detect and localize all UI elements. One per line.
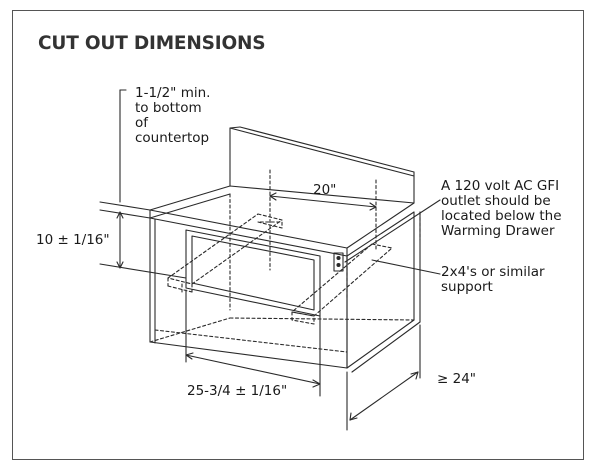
backsplash xyxy=(229,126,415,204)
outlet-label-line1: A 120 volt AC GFI xyxy=(441,178,560,194)
height-dimension xyxy=(116,211,124,269)
clearance-label-line2: to bottom xyxy=(135,100,202,116)
cutout-width-dimension xyxy=(185,289,321,397)
page-title: CUT OUT DIMENSIONS xyxy=(38,33,266,54)
clearance-dimension xyxy=(99,89,187,279)
inner-width-dimension xyxy=(269,192,377,211)
countertop xyxy=(149,185,415,257)
support-label-line2: support xyxy=(441,279,493,295)
depth-dimension xyxy=(346,324,421,431)
depth-label: ≥ 24" xyxy=(437,371,476,387)
cabinet-side-panel xyxy=(346,211,421,373)
electrical-outlet xyxy=(333,252,344,272)
outlet-label-line2: outlet should be xyxy=(441,193,551,209)
outlet-label-line3: located below the xyxy=(441,208,562,224)
outlet-label-line4: Warming Drawer xyxy=(441,223,555,239)
clearance-label-line4: countertop xyxy=(135,130,210,146)
clearance-label-line1: 1-1/2" min. xyxy=(135,85,211,101)
diagram-panel xyxy=(12,10,584,460)
cutout-opening xyxy=(185,229,321,317)
hidden-lines xyxy=(149,169,421,353)
cabinet-cutout-diagram xyxy=(99,89,441,431)
height-label: 10 ± 1/16" xyxy=(36,232,110,248)
cutout-width-label: 25-3/4 ± 1/16" xyxy=(187,383,288,399)
support-label-line1: 2x4's or similar xyxy=(441,264,545,280)
inner-width-label: 20" xyxy=(313,182,337,198)
clearance-label-line3: of xyxy=(135,115,149,131)
leader-lines xyxy=(344,199,441,275)
